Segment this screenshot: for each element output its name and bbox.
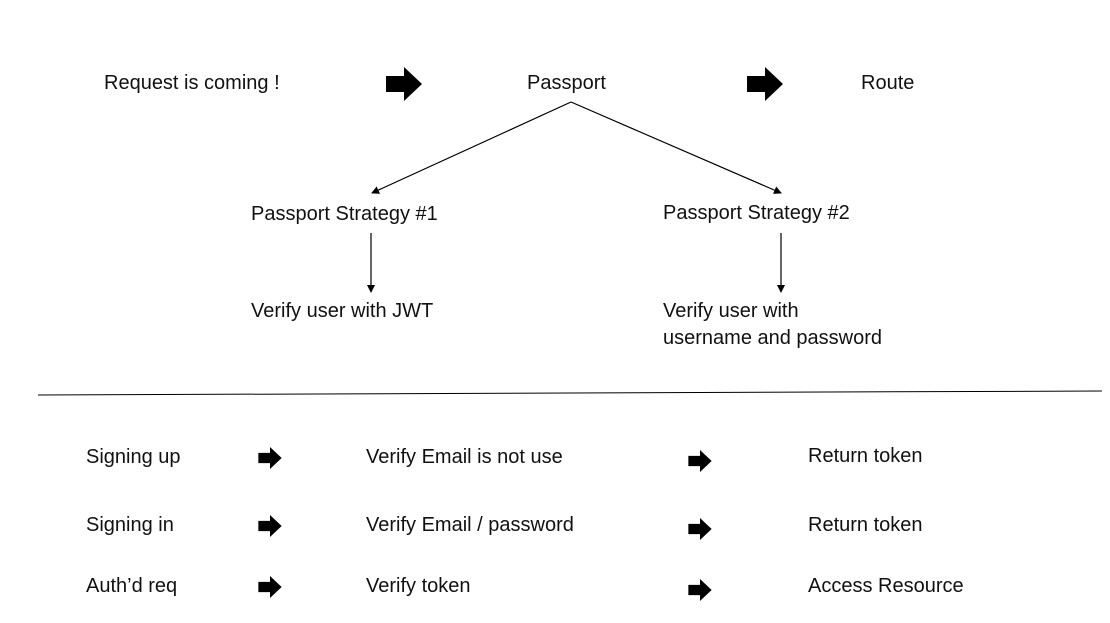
strategy1-title: Passport Strategy #1 bbox=[251, 203, 438, 225]
strategy2-title: Passport Strategy #2 bbox=[663, 202, 850, 224]
request-label: Request is coming ! bbox=[104, 72, 280, 94]
signing-up-arrow-icon bbox=[258, 447, 282, 469]
action-signing-in: Signing in bbox=[86, 514, 174, 536]
section-divider bbox=[37, 390, 1103, 396]
passport-label: Passport bbox=[527, 72, 606, 94]
signing-up-result-arrow-icon bbox=[688, 450, 712, 472]
passport-to-route-arrow-icon bbox=[747, 67, 783, 101]
strategy2-verify-line2: username and password bbox=[663, 327, 883, 349]
route-label: Route bbox=[861, 72, 915, 94]
signing-in-result-arrow-icon bbox=[688, 518, 712, 540]
strategy1-verify: Verify user with JWT bbox=[251, 300, 434, 322]
authd-req-result-arrow-icon bbox=[688, 579, 712, 601]
action-signing-up: Signing up bbox=[86, 446, 181, 468]
signing-in-arrow-icon bbox=[258, 515, 282, 537]
check-signing-in: Verify Email / password bbox=[366, 514, 574, 536]
check-authd-req: Verify token bbox=[366, 575, 471, 597]
result-signing-in: Return token bbox=[808, 514, 923, 536]
authd-req-arrow-icon bbox=[258, 576, 282, 598]
result-signing-up: Return token bbox=[808, 445, 923, 467]
request-to-passport-arrow-icon bbox=[386, 67, 422, 101]
check-signing-up: Verify Email is not use bbox=[366, 446, 563, 468]
passport-to-strategy1-line-arrow-icon bbox=[371, 101, 572, 194]
action-authd-req: Auth’d req bbox=[86, 575, 178, 597]
result-authd-req: Access Resource bbox=[808, 575, 964, 597]
strategy2-verify-line1: Verify user with bbox=[663, 300, 799, 322]
passport-to-strategy2-line-arrow-icon bbox=[570, 101, 782, 194]
